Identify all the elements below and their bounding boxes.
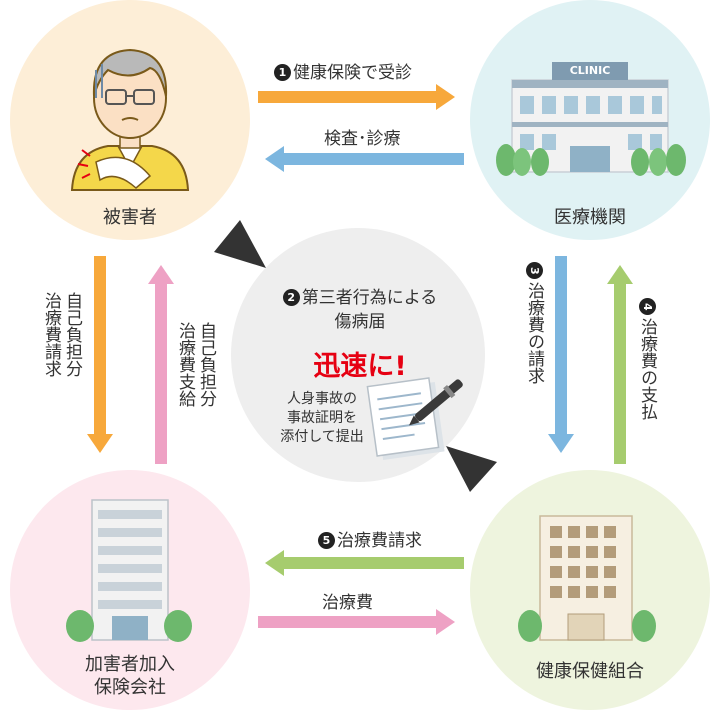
label-fee: 治療費 <box>322 593 373 613</box>
step-badge-4: 4 <box>639 298 656 315</box>
insurer-label-line2: 保険会社 <box>94 677 166 698</box>
arrow-self-pay <box>148 265 174 464</box>
union-label: 健康保健組合 <box>536 661 644 682</box>
label-pay: 4治療費の支払 <box>636 298 657 420</box>
arrow-pay <box>607 265 633 464</box>
label-self-pay: 自己負担分治療費支給 <box>175 322 216 407</box>
insurer-building-illustration <box>66 499 192 642</box>
urgent-label: 迅速に! <box>313 351 407 382</box>
label-self-claim: 自己負担分治療費請求 <box>41 292 82 377</box>
step-badge-1: 1 <box>274 64 291 81</box>
arrow-self-claim <box>87 256 113 453</box>
label-bill: 3治療費の請求 <box>523 262 544 384</box>
attachment-note: 人身事故の 事故証明を 添付して提出 <box>280 391 364 445</box>
insurer-label-line1: 加害者加入 <box>85 654 175 675</box>
pointer-triangle-top-left <box>214 220 266 268</box>
victim-illustration <box>70 48 190 191</box>
victim-label: 被害者 <box>103 207 157 228</box>
step-badge-3: 3 <box>526 262 543 279</box>
arrow-claim <box>265 550 464 576</box>
arrow-consult <box>258 84 455 110</box>
clinic-building-illustration <box>496 62 686 176</box>
union-building-illustration <box>518 515 656 642</box>
arrow-bill <box>548 256 574 453</box>
step-badge-5: 5 <box>318 532 335 549</box>
clinic-sign: CLINIC <box>569 64 611 77</box>
document-pen-illustration <box>366 377 463 460</box>
clinic-label: 医療機関 <box>554 207 626 228</box>
arrow-fee <box>258 609 455 635</box>
label-exam: 検査･診療 <box>324 129 401 149</box>
pointer-triangle-bottom-right <box>446 446 497 492</box>
arrow-exam <box>265 146 464 172</box>
step-badge-2: 2 <box>282 289 300 306</box>
